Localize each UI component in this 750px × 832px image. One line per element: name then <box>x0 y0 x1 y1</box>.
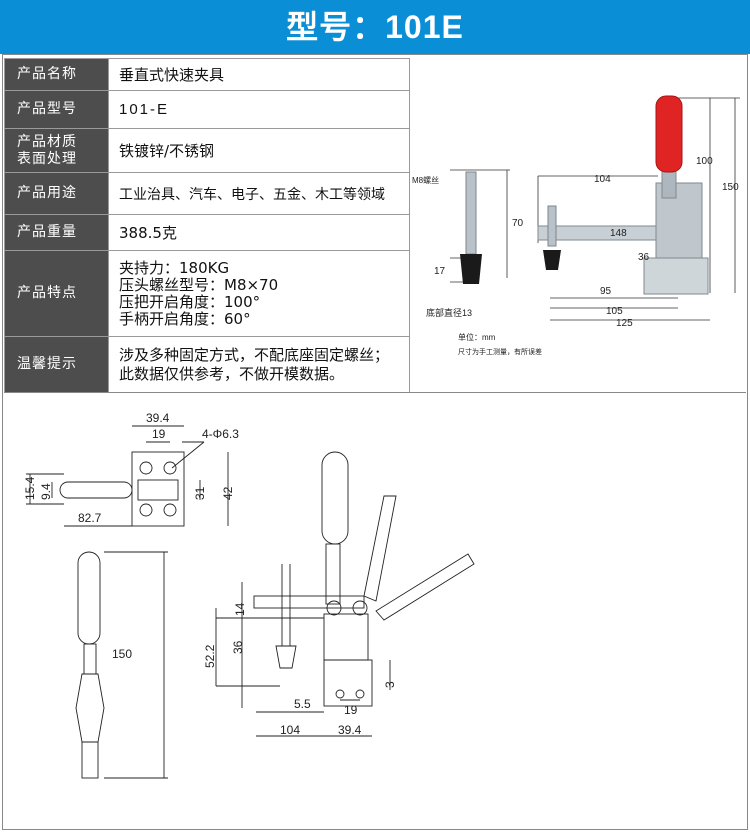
spec-label: 产品用途 <box>4 172 109 215</box>
spec-value: 工业治具、汽车、电子、五金、木工等领域 <box>108 172 410 215</box>
mount-hole <box>163 461 177 475</box>
spec-row-weight: 产品重量 388.5克 <box>4 214 410 251</box>
drawing-dim: 19 <box>344 703 358 717</box>
product-photo: M8螺丝 70 17 底部直径13 104 148 36 95 105 125 … <box>412 95 740 356</box>
drawing-dim: 39.4 <box>338 723 362 737</box>
mount-hole <box>139 503 153 517</box>
handle-front <box>77 551 101 645</box>
red-grip <box>655 95 683 173</box>
spec-label: 产品型号 <box>4 90 109 129</box>
pivot-plan <box>137 479 179 501</box>
drawing-dim: 15.4 <box>23 476 37 500</box>
drawing-dim: 19 <box>152 427 166 441</box>
photo-note: 尺寸为手工测量，有所误差 <box>458 347 542 356</box>
content-frame <box>2 54 748 830</box>
photo-dim: 125 <box>616 318 633 329</box>
screw <box>465 171 477 255</box>
photo-dim: 17 <box>434 266 446 277</box>
neck-front <box>83 643 97 675</box>
photo-dim: 148 <box>610 228 627 239</box>
photo-dim: 100 <box>696 156 713 167</box>
spindle-tip <box>543 250 561 270</box>
spec-row-name: 产品名称 垂直式快速夹具 <box>4 58 410 91</box>
photo-dim: 70 <box>512 218 524 229</box>
features-list: 夹持力：180KG 压头螺丝型号：M8×70 压把开启角度：100° 手柄开启角… <box>108 250 410 337</box>
drawing-dim: 4-Φ6.3 <box>202 427 239 441</box>
photo-unit: 单位：mm <box>458 332 496 342</box>
section-divider <box>4 392 746 393</box>
pivot-pin <box>326 600 342 616</box>
notice-line: 涉及多种固定方式，不配底座固定螺丝； <box>119 345 390 364</box>
feature-line: 夹持力：180KG <box>119 258 230 277</box>
feature-line: 压头螺丝型号：M8×70 <box>119 275 279 294</box>
spec-label: 温馨提示 <box>4 336 109 393</box>
clamp-arm-side <box>253 595 365 609</box>
drawing-dim: 36 <box>231 640 245 654</box>
notice-line: 此数据仅供参考，不做开模数据。 <box>119 364 345 383</box>
spec-row-notice: 温馨提示 涉及多种固定方式，不配底座固定螺丝； 此数据仅供参考，不做开模数据。 <box>4 336 410 393</box>
model-value: 101-E <box>108 90 410 129</box>
pivot-pin <box>352 600 368 616</box>
drawing-dim: 82.7 <box>78 511 102 525</box>
drawing-dim: 31 <box>193 486 207 500</box>
feature-line: 压把开启角度：100° <box>119 292 261 311</box>
drawing-dim: 14 <box>233 602 247 616</box>
spec-value: 铁镀锌/不锈钢 <box>108 128 410 173</box>
spec-row-model: 产品型号 101-E <box>4 90 410 129</box>
spec-label: 产品材质 表面处理 <box>4 128 109 173</box>
photo-dim: 36 <box>638 252 650 263</box>
drawing-dim: 42 <box>221 486 235 500</box>
rubber-tip <box>460 254 482 284</box>
photo-label: 底部直径13 <box>426 307 472 318</box>
mount-hole <box>163 503 177 517</box>
technical-drawing: 39.4 19 4-Φ6.3 15.4 9.4 31 42 82.7 150 1… <box>23 411 475 779</box>
drawing-dim: 39.4 <box>146 411 170 425</box>
drawing-dim: 9.4 <box>39 483 53 500</box>
spec-label: 产品重量 <box>4 214 109 251</box>
photo-dim: 105 <box>606 306 623 317</box>
spec-value: 垂直式快速夹具 <box>108 58 410 91</box>
linkage-front <box>75 673 105 743</box>
spec-table: 产品名称 垂直式快速夹具 产品型号 101-E 产品材质 表面处理 铁镀锌/不锈… <box>4 58 410 393</box>
spindle <box>547 205 557 247</box>
drawing-dim: 104 <box>280 723 300 737</box>
spec-label: 产品特点 <box>4 250 109 337</box>
spec-value: 388.5克 <box>108 214 410 251</box>
photo-label: M8螺丝 <box>412 175 439 185</box>
base-side <box>323 659 373 707</box>
leader-line <box>171 441 205 469</box>
handle-closed <box>321 451 349 545</box>
body-side <box>323 613 369 661</box>
handle-open-1 <box>363 495 397 602</box>
spec-label-line: 产品材质 <box>17 133 77 150</box>
base-hole <box>335 689 345 699</box>
handle-open-2 <box>375 553 475 621</box>
spec-row-features: 产品特点 夹持力：180KG 压头螺丝型号：M8×70 压把开启角度：100° … <box>4 250 410 337</box>
drawing-dim: 150 <box>112 647 132 661</box>
notice-text: 涉及多种固定方式，不配底座固定螺丝； 此数据仅供参考，不做开模数据。 <box>108 336 410 393</box>
drawing-dim: 52.2 <box>203 644 217 668</box>
photo-dim: 95 <box>600 286 612 297</box>
spec-label-line: 表面处理 <box>17 150 77 167</box>
photo-dim: 104 <box>594 174 611 185</box>
spec-row-material: 产品材质 表面处理 铁镀锌/不锈钢 <box>4 128 410 173</box>
clamp-base <box>643 257 709 295</box>
drawing-dim: 3 <box>383 681 397 688</box>
spec-row-usage: 产品用途 工业治具、汽车、电子、五金、木工等领域 <box>4 172 410 215</box>
drawing-dim: 5.5 <box>294 697 311 711</box>
base-front <box>81 741 99 779</box>
page-title: 型号：101E <box>0 0 750 54</box>
upright-closed <box>325 543 341 605</box>
spindle-tip-side <box>275 645 297 669</box>
photo-dim: 150 <box>722 182 739 193</box>
base-plate <box>131 451 185 527</box>
base-hole <box>355 689 365 699</box>
mount-hole <box>139 461 153 475</box>
spec-label: 产品名称 <box>4 58 109 91</box>
handle-plan <box>59 481 133 499</box>
feature-line: 手柄开启角度：60° <box>119 309 251 328</box>
